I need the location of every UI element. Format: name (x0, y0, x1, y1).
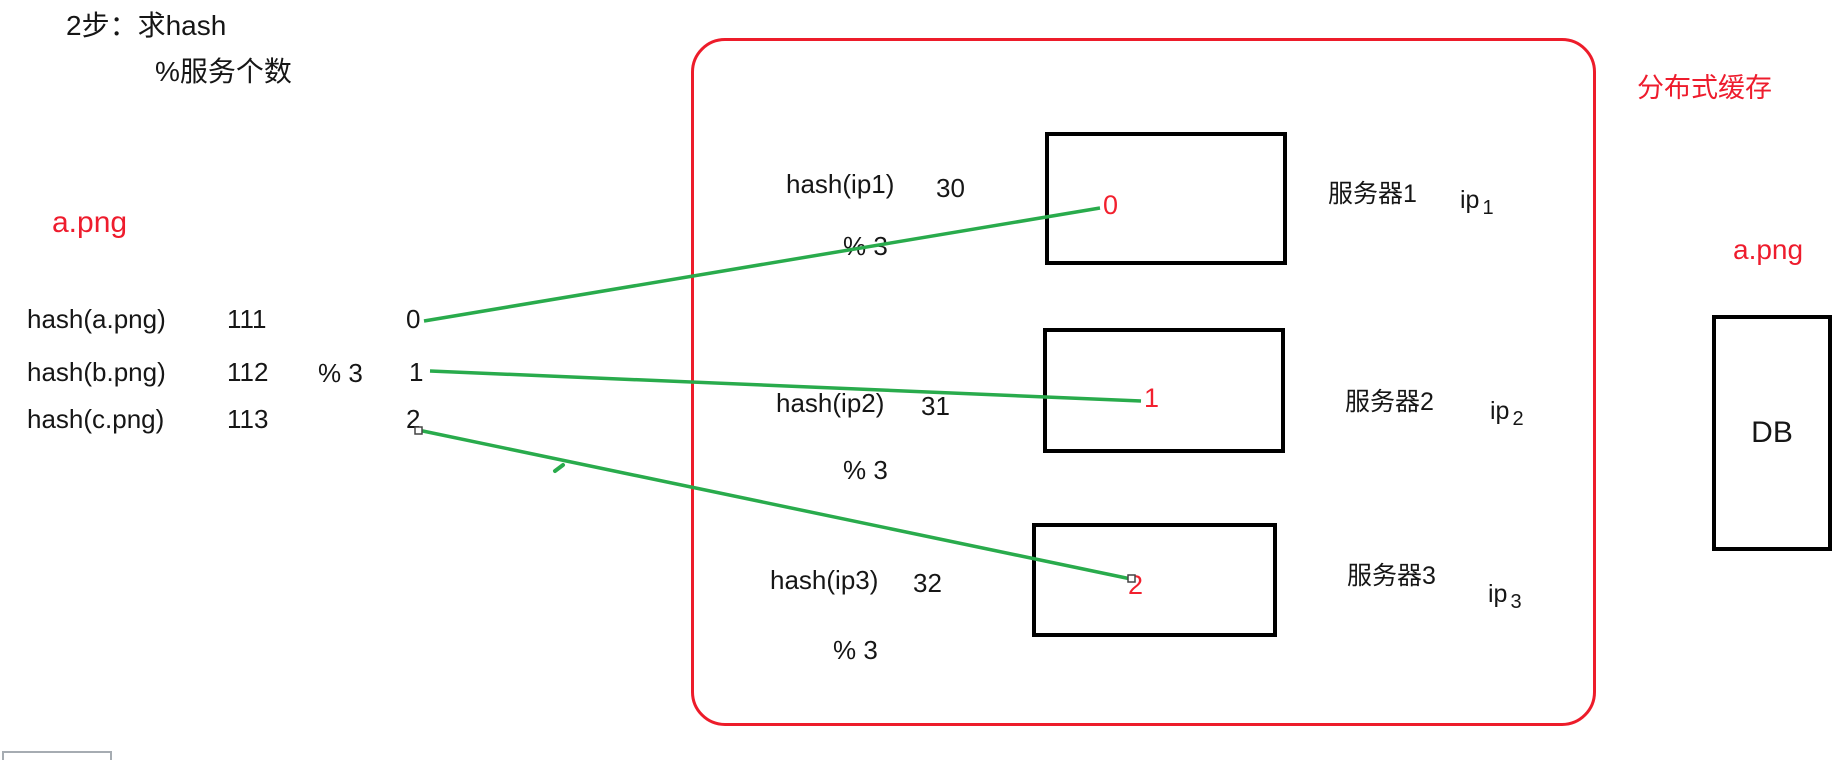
server2-hash-expr: hash(ip2) (776, 388, 885, 418)
db-box-label: DB (1751, 416, 1793, 449)
server2-mod-label: % 3 (843, 455, 888, 485)
hash-value-c: 113 (227, 404, 269, 434)
server2-ip-base: ip (1490, 397, 1510, 425)
cache-title: 分布式缓存 (1637, 73, 1772, 103)
server3-ip-sub: 3 (1510, 591, 1522, 613)
left-result-1: 1 (409, 357, 424, 387)
server1-ip-base: ip (1460, 186, 1480, 214)
server1-box (1045, 132, 1287, 265)
hash-expr-c: hash(c.png) (27, 404, 165, 434)
db-file-label: a.png (1733, 234, 1804, 265)
left-mod-label: % 3 (318, 358, 363, 388)
server1-hash-value: 30 (936, 173, 965, 203)
server1-slot: 0 (1103, 190, 1119, 220)
server2-hash-value: 31 (921, 391, 950, 421)
server2-box (1043, 328, 1285, 453)
left-file-label: a.png (52, 206, 128, 239)
line-endpoint-handle-end[interactable] (1127, 574, 1136, 583)
server1-name: 服务器1 (1328, 180, 1417, 208)
server2-name: 服务器2 (1345, 388, 1434, 416)
mapping-line-0 (423, 206, 1101, 323)
hash-expr-a: hash(a.png) (27, 304, 166, 334)
hash-value-a: 111 (227, 304, 267, 334)
server3-ip-base: ip (1488, 580, 1508, 608)
server1-ip-sub: 1 (1482, 197, 1494, 219)
server2-slot: 1 (1144, 383, 1160, 413)
stray-stroke (553, 463, 565, 473)
hash-value-b: 112 (227, 357, 269, 387)
bottom-left-partial-box[interactable] (2, 751, 112, 760)
server3-mod-label: % 3 (833, 635, 878, 665)
server1-hash-expr: hash(ip1) (786, 169, 895, 199)
step-note-line1: 2步：求hash (66, 10, 227, 41)
mapping-line-2 (417, 428, 1132, 581)
db-box: DB (1712, 315, 1832, 551)
server3-hash-value: 32 (913, 568, 942, 598)
step-note-line2: %服务个数 (155, 56, 292, 87)
line-endpoint-handle-start[interactable] (414, 426, 423, 435)
left-result-0: 0 (406, 304, 421, 334)
server3-name: 服务器3 (1347, 562, 1436, 590)
server3-box (1032, 523, 1277, 637)
server3-hash-expr: hash(ip3) (770, 565, 879, 595)
mapping-line-1 (429, 369, 1142, 403)
server2-ip-sub: 2 (1512, 408, 1524, 430)
hash-expr-b: hash(b.png) (27, 357, 166, 387)
